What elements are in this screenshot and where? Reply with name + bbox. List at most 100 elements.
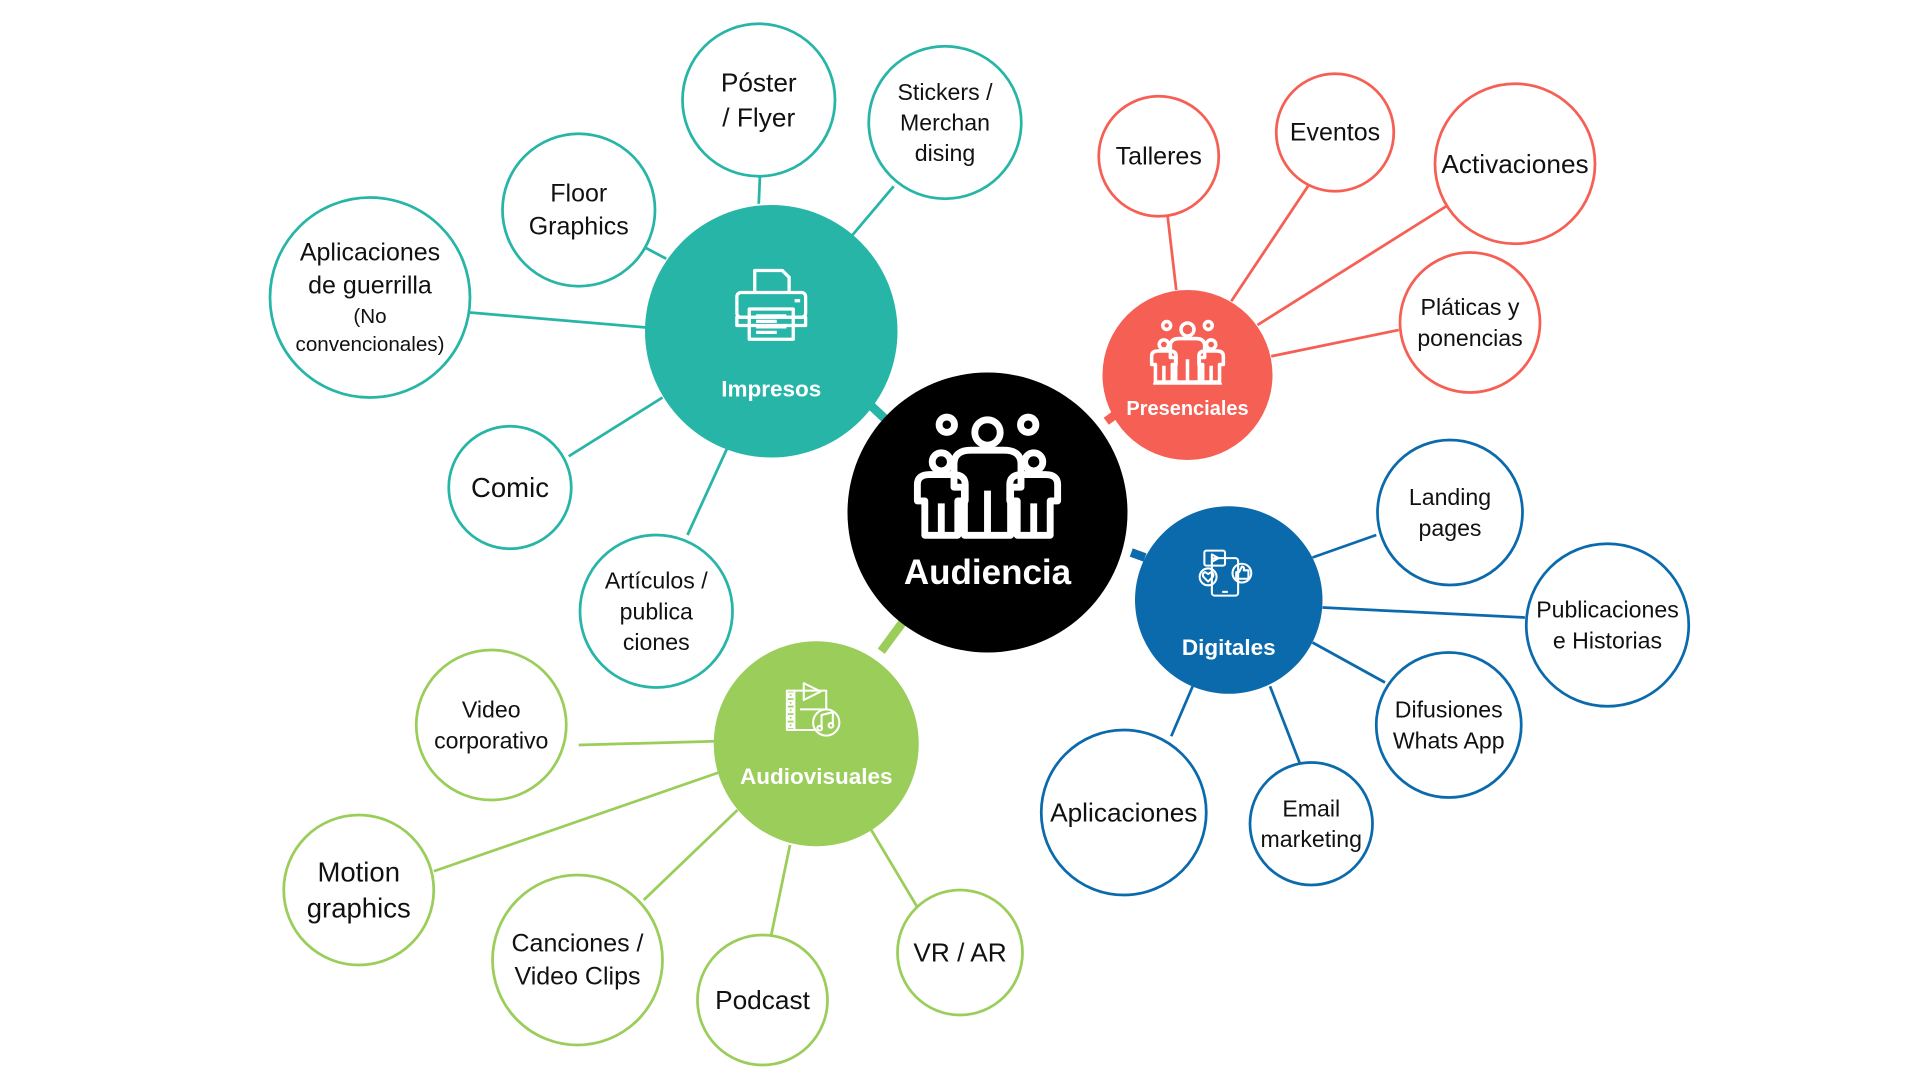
guerrilla-circle: [268, 196, 472, 399]
aplicaciones-circle: [1039, 728, 1208, 897]
node-podcast: Podcast: [696, 933, 829, 1067]
floor-circle: [501, 132, 657, 288]
activaciones-circle: [1433, 82, 1597, 246]
landing-line: pages: [1419, 515, 1482, 541]
videocorp-line: Video: [462, 697, 521, 723]
motion-line: graphics: [307, 893, 411, 924]
floor-connector: [644, 246, 667, 260]
hub-audiovisuales: Audiovisuales: [713, 641, 919, 847]
landing-connector: [1312, 533, 1377, 559]
email-line: Email: [1282, 795, 1340, 821]
articulos-connector: [686, 446, 729, 536]
digitales-hub-label: Digitales: [1182, 635, 1276, 660]
people-group-icon: [913, 413, 1062, 539]
guerrilla-line: Aplicaciones: [300, 239, 440, 267]
node-aplicaciones: Aplicaciones: [1039, 728, 1208, 897]
stickers-connector: [851, 185, 895, 236]
node-landing: Landing pages: [1376, 438, 1524, 587]
impresos-hub-label: Impresos: [721, 376, 821, 401]
hub-impresos: Impresos: [645, 205, 898, 458]
publicaciones-circle: [1524, 542, 1691, 708]
publicaciones-line: e Historias: [1553, 627, 1662, 653]
motion-circle: [282, 813, 436, 967]
node-stickers: Stickers / Merchan dising: [867, 44, 1023, 201]
motion-connector: [433, 771, 720, 873]
articulos-line: ciones: [623, 629, 690, 655]
landing-line: Landing: [1409, 484, 1491, 510]
activaciones-connector: [1256, 205, 1447, 327]
talleres-circle: [1097, 94, 1221, 218]
comic-connector: [568, 396, 664, 458]
stickers-line: Merchan: [900, 110, 990, 136]
canciones-connector: [642, 809, 739, 901]
stickers-line: Stickers /: [897, 79, 993, 105]
connectors: [433, 174, 1526, 936]
platicas-circle: [1398, 251, 1542, 394]
digitales-hub-connector: [1129, 548, 1147, 562]
articulos-line: Artículos /: [605, 568, 708, 594]
talleres-line: Talleres: [1116, 142, 1202, 170]
eventos-circle: [1274, 72, 1396, 193]
podcast-circle: [696, 933, 829, 1067]
presenciales-hub-label: Presenciales: [1126, 398, 1248, 420]
digitales-hub-circle: [1135, 506, 1323, 694]
platicas-line: ponencias: [1417, 325, 1522, 351]
stickers-circle: [867, 44, 1023, 201]
videocorp-connector: [578, 739, 716, 747]
guerrilla-note-line: (No: [353, 305, 386, 328]
difusiones-connector: [1311, 641, 1386, 684]
aplicaciones-connector: [1169, 683, 1196, 737]
floor-line: Graphics: [529, 213, 629, 241]
social-media-devices-icon: [1198, 549, 1253, 597]
platicas-connector: [1270, 328, 1400, 358]
vrar-line: VR / AR: [913, 938, 1006, 968]
articulos-circle: [578, 533, 734, 689]
difusiones-circle: [1374, 651, 1523, 799]
video-music-icon: [785, 682, 841, 737]
poster-connector: [757, 174, 762, 204]
podcast-line: Podcast: [715, 985, 811, 1015]
node-talleres: Talleres: [1097, 94, 1221, 218]
landing-circle: [1376, 438, 1524, 587]
canciones-line: Canciones /: [511, 930, 643, 958]
platicas-line: Pláticas y: [1421, 294, 1520, 320]
node-activaciones: Activaciones: [1433, 82, 1597, 246]
node-email: Email marketing: [1248, 761, 1374, 887]
center-node: Audiencia: [847, 372, 1128, 653]
floor-line: Floor: [550, 180, 607, 208]
email-circle: [1248, 761, 1374, 887]
publicaciones-connector: [1322, 606, 1526, 619]
difusiones-line: Whats App: [1393, 727, 1505, 753]
eventos-line: Eventos: [1290, 119, 1380, 147]
guerrilla-line: de guerrilla: [308, 272, 432, 300]
audiovisuales-hub-circle: [713, 641, 919, 847]
guerrilla-note-line: convencionales): [296, 333, 445, 356]
stickers-line: dising: [915, 140, 975, 166]
podcast-connector: [769, 844, 792, 936]
activaciones-line: Activaciones: [1441, 149, 1588, 179]
node-canciones: Canciones /Video Clips: [491, 873, 664, 1047]
node-publicaciones: Publicaciones e Historias: [1524, 542, 1691, 708]
eventos-connector: [1230, 184, 1310, 303]
people-meeting-icon: [1149, 319, 1226, 385]
email-line: marketing: [1261, 826, 1362, 852]
talleres-connector: [1166, 214, 1178, 291]
poster-line: / Flyer: [722, 102, 795, 132]
vrar-connector: [870, 829, 919, 909]
comic-circle: [447, 424, 573, 551]
guerrilla-connector: [469, 311, 647, 329]
node-vrar: VR / AR: [896, 888, 1024, 1017]
videocorp-circle: [414, 648, 568, 802]
node-platicas: Pláticas y ponencias: [1398, 251, 1542, 394]
printer-icon: [735, 268, 808, 341]
publicaciones-line: Publicaciones: [1536, 597, 1679, 623]
node-eventos: Eventos: [1274, 72, 1396, 193]
aplicaciones-line: Aplicaciones: [1050, 798, 1197, 828]
